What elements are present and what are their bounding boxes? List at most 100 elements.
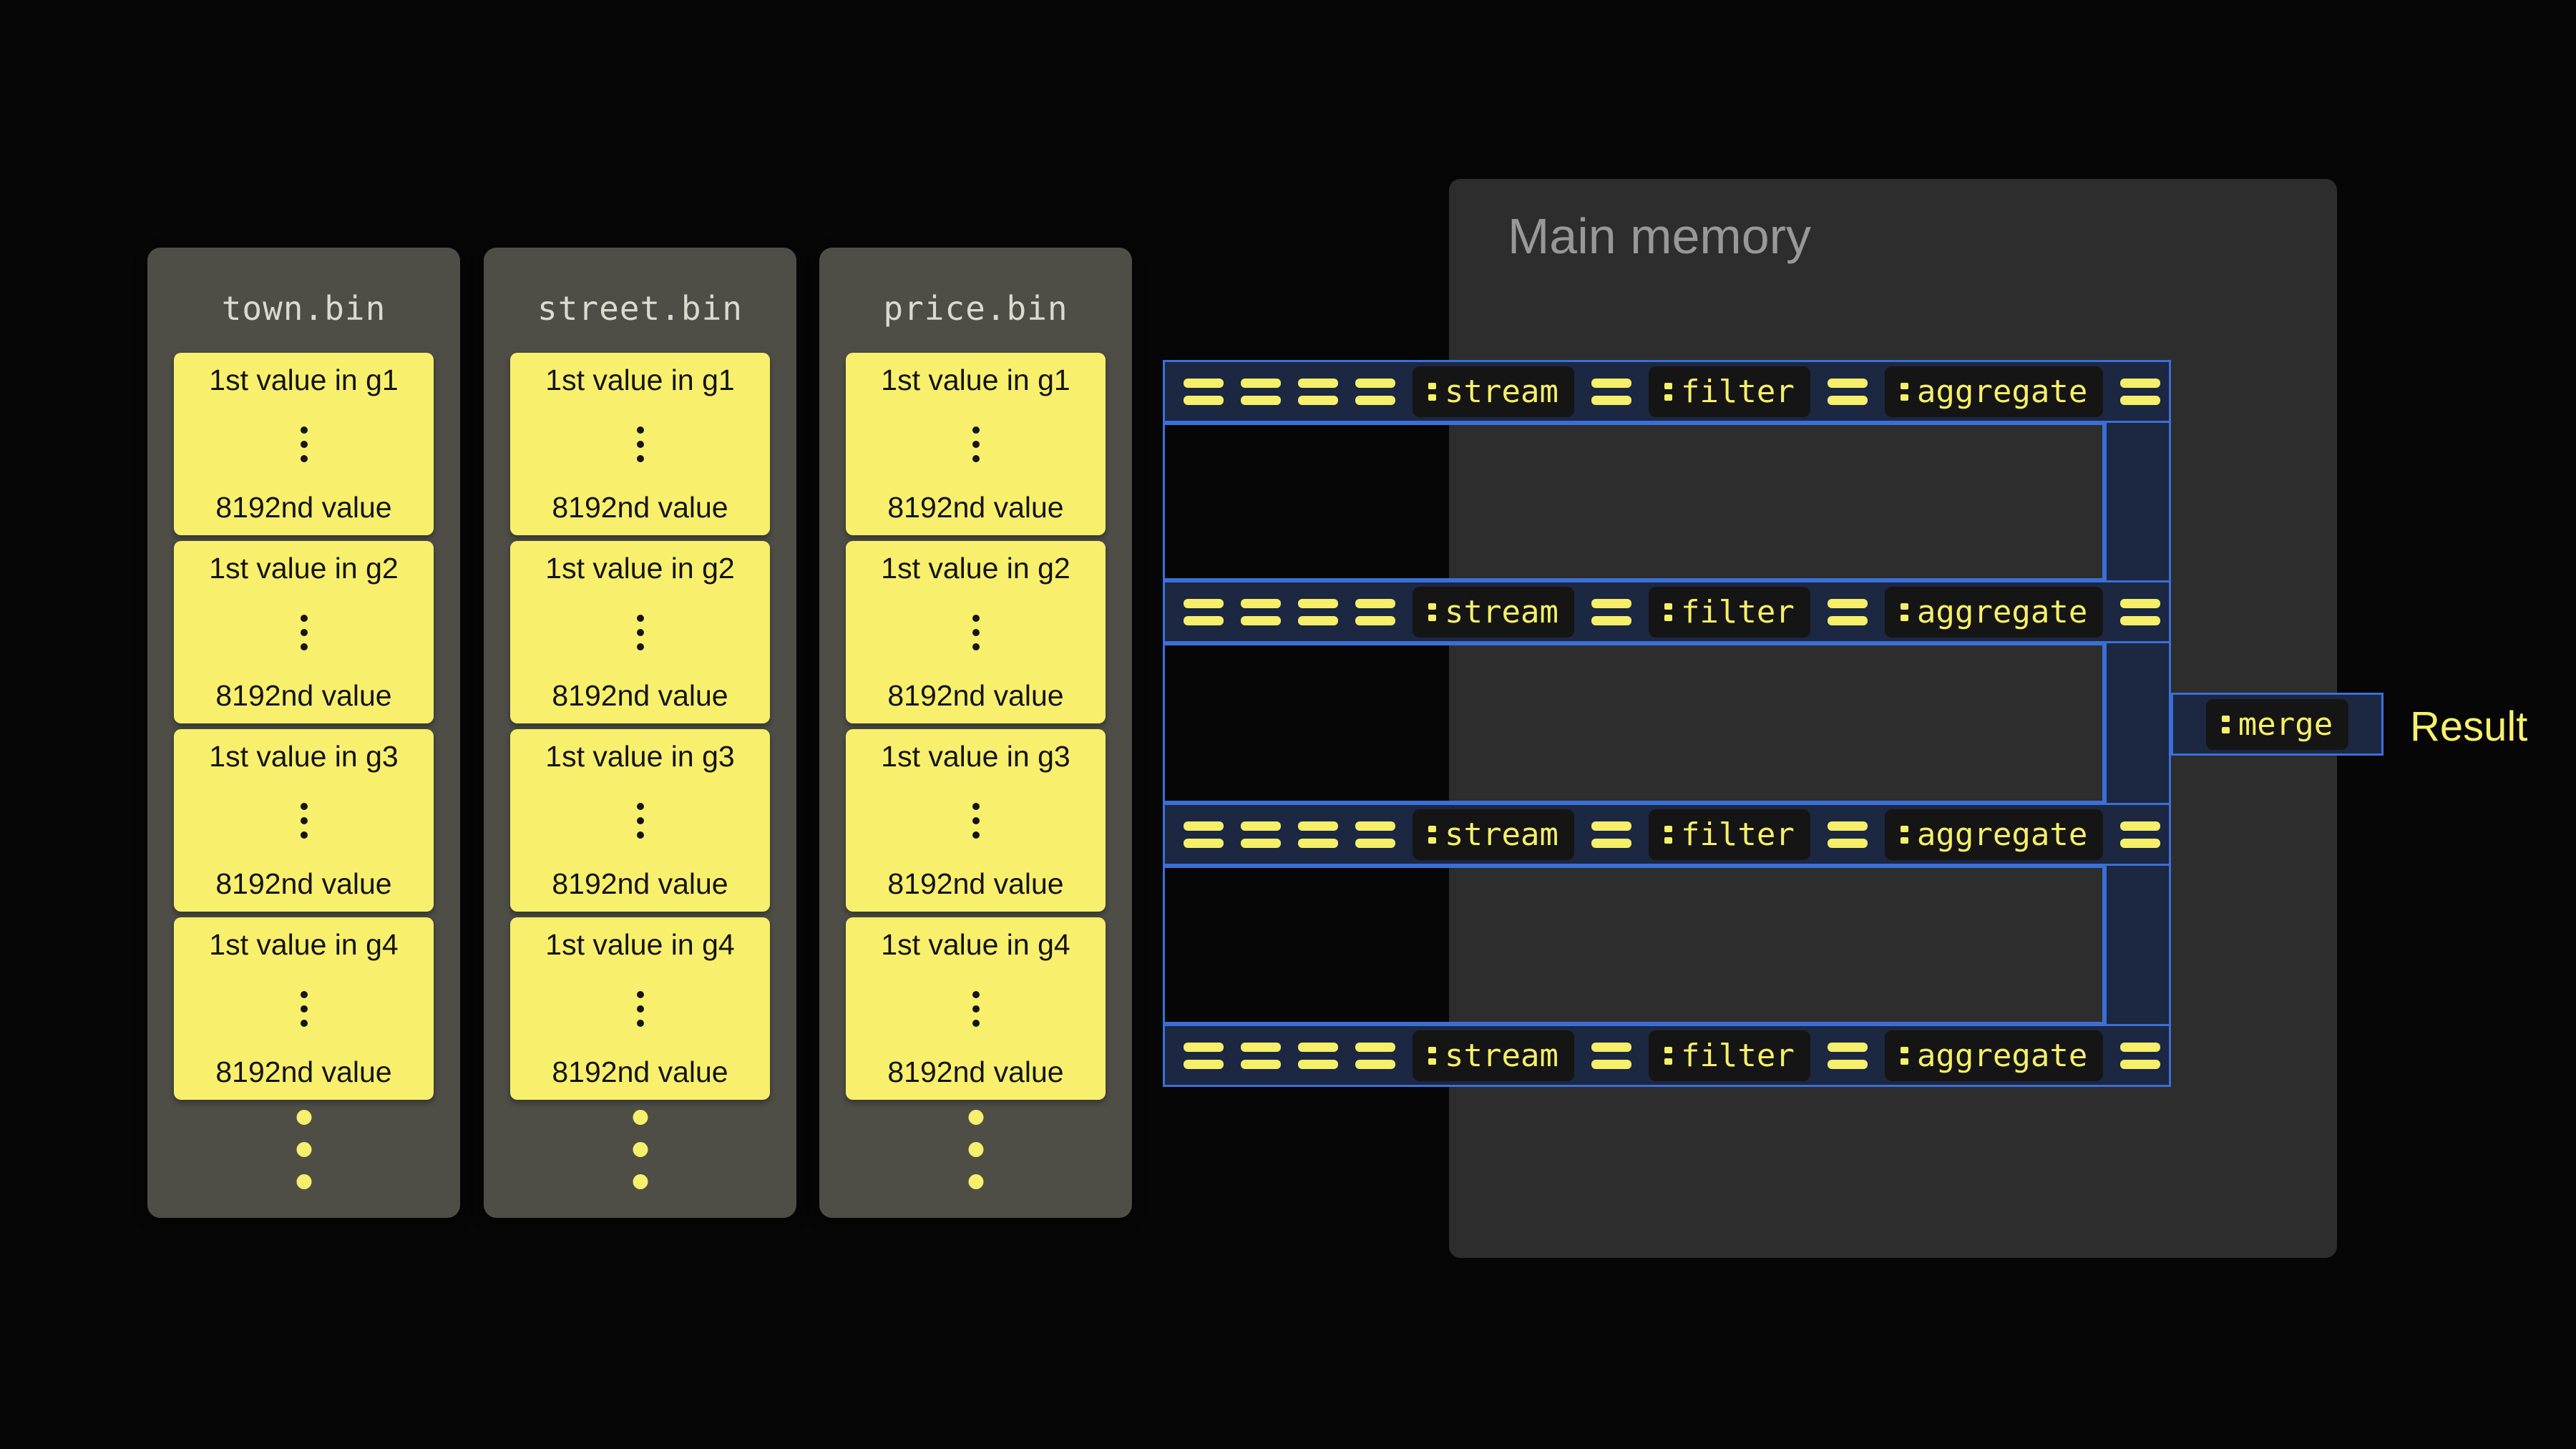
value-group-box: 1st value in g4 8192nd value [174,917,434,1100]
aggregate-stage-badge: aggregate [1884,586,2104,638]
value-group-box: 1st value in g1 8192nd value [174,353,434,535]
first-value-label: 1st value in g2 [209,552,399,585]
data-chunk-icon [2120,821,2161,848]
aggregate-stage-badge: aggregate [1884,366,2104,417]
value-group-box: 1st value in g3 8192nd value [846,729,1106,912]
last-value-label: 8192nd value [552,1055,728,1088]
aggregate-stage-badge: aggregate [1884,1030,2104,1081]
value-group-box: 1st value in g1 8192nd value [846,353,1106,535]
chunk-fragment-icon [1664,382,1672,401]
data-chunk-icon [1298,1042,1338,1069]
chunk-fragment-icon [2221,715,2230,733]
stream-stage-badge: stream [1413,809,1574,860]
last-value-label: 8192nd value [215,1055,392,1088]
first-value-label: 1st value in g2 [545,552,735,585]
value-group-box: 1st value in g3 8192nd value [174,729,434,912]
file-title: price.bin [883,289,1068,328]
value-group-stack: 1st value in g1 8192nd value 1st value i… [510,353,770,1100]
last-value-label: 8192nd value [887,490,1064,524]
data-chunk-icon [1184,598,1224,625]
result-label: Result [2410,703,2528,750]
last-value-label: 8192nd value [215,867,392,900]
data-chunk-icon [1298,378,1338,405]
vertical-ellipsis-icon [300,990,308,1027]
data-chunk-icon [1355,1042,1395,1069]
value-group-box: 1st value in g4 8192nd value [510,917,770,1100]
last-value-label: 8192nd value [887,867,1064,900]
filter-stage-badge: filter [1648,809,1810,860]
vertical-ellipsis-icon [300,802,308,839]
chunk-fragment-icon [1428,1046,1436,1065]
pipeline-band: stream filter aggregate [1163,1024,2171,1087]
last-value-label: 8192nd value [552,678,728,712]
data-chunk-icon [1591,821,1631,848]
last-value-label: 8192nd value [887,678,1064,712]
vertical-ellipsis-icon [636,990,644,1027]
first-value-label: 1st value in g3 [881,740,1070,773]
chunk-fragment-icon [1664,825,1672,844]
pipeline-connector [1163,423,2104,580]
aggregate-stage-label: aggregate [1916,373,2088,410]
data-chunk-icon [1298,821,1338,848]
stream-stage-badge: stream [1413,366,1574,417]
merge-bus [2104,360,2171,1087]
first-value-label: 1st value in g3 [209,740,399,773]
file-card-town: town.bin 1st value in g1 8192nd value 1s… [147,248,460,1218]
first-value-label: 1st value in g1 [881,364,1070,396]
main-memory-title: Main memory [1508,208,1811,264]
vertical-ellipsis-icon [972,614,980,650]
file-title: town.bin [221,289,386,328]
data-chunk-icon [2120,1042,2161,1069]
last-value-label: 8192nd value [215,678,392,712]
chunk-fragment-icon [1900,825,1908,844]
more-groups-ellipsis-icon [296,1110,311,1189]
pipeline-band: stream filter aggregate [1163,803,2171,866]
pipeline-connector [1163,643,2104,803]
more-groups-ellipsis-icon [633,1110,648,1189]
value-group-box: 1st value in g4 8192nd value [846,917,1106,1100]
data-chunk-icon [1827,821,1868,848]
last-value-label: 8192nd value [552,490,728,524]
file-card-street: street.bin 1st value in g1 8192nd value … [484,248,796,1218]
first-value-label: 1st value in g1 [545,364,735,396]
chunk-fragment-icon [1664,1046,1672,1065]
value-group-box: 1st value in g2 8192nd value [510,541,770,723]
data-chunk-icon [1591,1042,1631,1069]
stream-stage-label: stream [1445,373,1558,410]
data-chunk-icon [1241,598,1281,625]
data-chunk-icon [1184,1042,1224,1069]
value-group-box: 1st value in g2 8192nd value [846,541,1106,723]
merge-node: merge [2171,693,2384,756]
aggregate-stage-label: aggregate [1916,816,2088,853]
first-value-label: 1st value in g4 [545,928,735,961]
data-chunk-icon [2120,598,2161,625]
data-chunk-icon [1298,598,1338,625]
stream-stage-label: stream [1445,816,1558,853]
data-chunk-icon [1591,378,1631,405]
vertical-ellipsis-icon [972,990,980,1027]
aggregate-stage-label: aggregate [1916,1037,2088,1074]
data-chunk-icon [1241,821,1281,848]
value-group-stack: 1st value in g1 8192nd value 1st value i… [174,353,434,1100]
vertical-ellipsis-icon [636,614,644,650]
stream-stage-label: stream [1445,593,1558,630]
filter-stage-label: filter [1680,1037,1795,1074]
vertical-ellipsis-icon [636,426,644,462]
chunk-fragment-icon [1900,1046,1908,1065]
chunk-fragment-icon [1428,602,1436,621]
data-chunk-icon [1591,598,1631,625]
data-chunk-icon [2120,378,2161,405]
filter-stage-badge: filter [1648,586,1810,638]
first-value-label: 1st value in g4 [881,928,1070,961]
merge-stage-label: merge [2238,706,2333,743]
data-chunk-icon [1184,378,1224,405]
stream-stage-badge: stream [1413,586,1574,638]
data-chunk-icon [1827,1042,1868,1069]
data-chunk-icon [1184,821,1224,848]
value-group-box: 1st value in g2 8192nd value [174,541,434,723]
first-value-label: 1st value in g1 [209,364,399,396]
stream-stage-label: stream [1445,1037,1558,1074]
filter-stage-badge: filter [1648,1030,1810,1081]
vertical-ellipsis-icon [636,802,644,839]
merge-stage-badge: merge [2205,698,2349,750]
